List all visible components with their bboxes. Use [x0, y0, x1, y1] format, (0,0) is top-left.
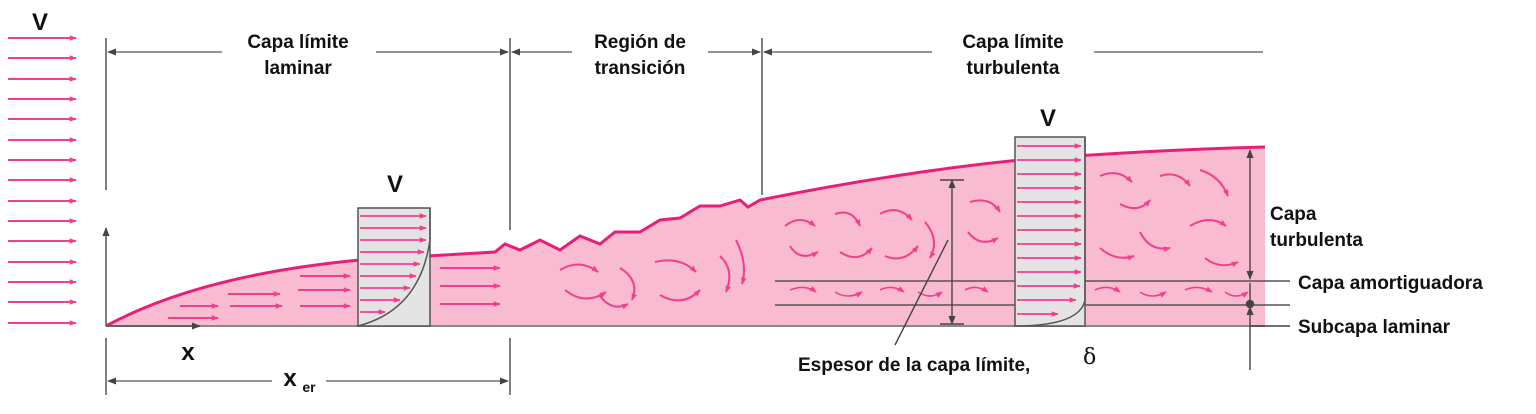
boundary-layer-edge: [105, 145, 1266, 328]
x-label: x: [181, 339, 195, 366]
turbulent-layer-label-line2: turbulenta: [1270, 230, 1363, 251]
region-dividers: [105, 38, 763, 395]
critical-length-subscript: er: [302, 379, 316, 395]
buffer-layer-label: Capa amortiguadora: [1298, 273, 1483, 294]
inlet-velocity-label: V: [32, 9, 48, 36]
right-layer-dimensions: [1245, 149, 1290, 370]
turbulent-layer-label-line1: Capa: [1270, 204, 1317, 225]
delta-symbol: δ: [1083, 345, 1096, 370]
turbulent-label-line2: turbulenta: [967, 58, 1060, 79]
laminar-flow-arrows: [168, 265, 501, 321]
transition-label-line2: transición: [595, 58, 686, 79]
transition-eddies: [559, 239, 747, 310]
buffer-eddies: [789, 286, 1249, 298]
turbulent-eddies: [784, 169, 1239, 268]
inlet-velocity-arrows: [8, 35, 77, 326]
transition-label-line1: Región de: [594, 32, 686, 53]
thickness-dimension: [894, 179, 964, 346]
laminar-velocity-profile: [357, 207, 431, 327]
turbulent-profile-velocity-label: V: [1040, 105, 1056, 132]
laminar-label-line2: laminar: [264, 58, 332, 79]
laminar-sublayer-label: Subcapa laminar: [1298, 317, 1451, 338]
critical-length-label: x: [283, 365, 297, 392]
laminar-profile-velocity-label: V: [387, 171, 403, 198]
turbulent-velocity-profile: [1014, 136, 1086, 327]
turbulent-label-line1: Capa límite: [962, 32, 1063, 53]
laminar-label-line1: Capa límite: [247, 32, 348, 53]
thickness-label: Espesor de la capa límite,: [798, 355, 1030, 376]
